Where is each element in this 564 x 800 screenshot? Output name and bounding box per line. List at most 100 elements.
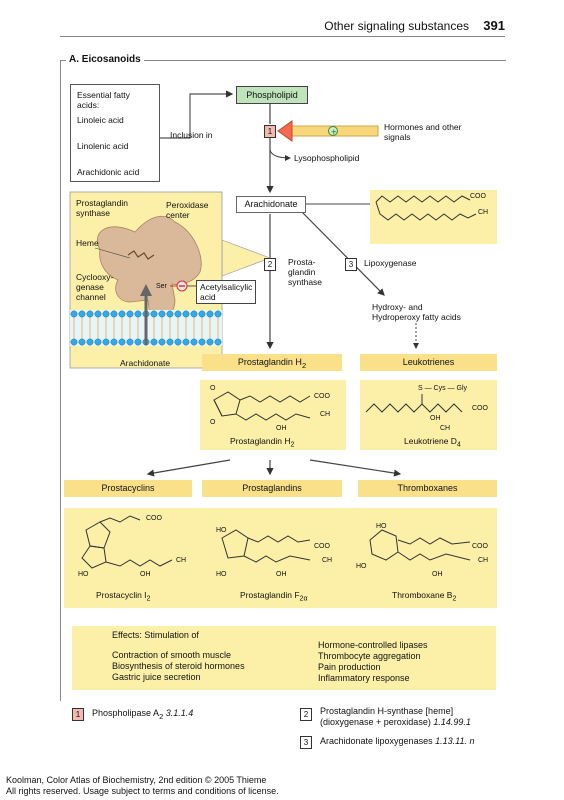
txb2-name-text: Thromboxane B [392,590,453,600]
membrane-lipid-head [158,310,166,318]
membrane-lipid-head [78,338,86,346]
membrane-lipid-head [190,310,198,318]
ltd4-name-text: Leukotriene D [404,436,457,446]
membrane-lipid-head [102,338,110,346]
fatty-acid-linolenic: Linolenic acid [77,141,129,151]
membrane-lipid-head [78,310,86,318]
ltd4-s-cys-gly: S — Cys — Gly [418,385,468,392]
txb2-ho: HO [356,563,367,570]
membrane-lipid-head [110,338,118,346]
section-title: A. Eicosanoids [66,54,144,65]
legend-item-3: Arachidonate lipoxygenases 1.13.11. n [320,736,474,747]
svg-text:+: + [331,128,338,137]
lipoxygenase-label: Lipoxygenase [364,258,417,268]
pgh2-oh: OH [276,425,287,432]
pgf2a-coo: COO [314,543,330,550]
membrane-lipid-head [110,310,118,318]
membrane-lipid-head [86,310,94,318]
footer-line-2: All rights reserved. Usage subject to te… [6,786,279,796]
membrane-lipid-head [166,338,174,346]
membrane-lipid-head [94,310,102,318]
prostaglandin-h2-bar-label: Prostaglandin H [237,357,302,367]
membrane-lipid-head [134,310,142,318]
membrane-lipid-head [118,338,126,346]
enzyme-step-3: 3 [345,258,357,271]
membrane-lipid-head [70,310,78,318]
ltd4-ch3: CH [440,425,451,432]
legend-ec-1: 3.1.1.4 [165,708,194,718]
legend-text-1: Phospholipase A [92,708,160,718]
prostaglandins-bar: Prostaglandins [202,480,342,497]
txb2-oh: OH [432,571,443,578]
membrane-arachidonate-label: Arachidonate [120,358,171,368]
pgf2a-name: Prostaglandin F2α [240,590,308,603]
cyclooxygenase-channel-label: Cyclooxy- genase channel [76,272,114,302]
pgh2-coo: COO [314,393,330,400]
fatty-acids-box: Essential fatty acids: Linoleic acid Lin… [70,84,160,182]
membrane-lipid-head [86,338,94,346]
heme-label: Heme [76,238,99,248]
legend-num-3: 3 [300,736,312,749]
effects-left-3: Gastric juice secretion [112,672,201,682]
pgf2a-oh: OH [276,571,287,578]
txb2-ho-top: HO [376,523,387,530]
membrane-lipid-head [182,338,190,346]
legend-text-3: Arachidonate lipoxygenases [320,736,433,746]
arachidonate-box: Arachidonate [236,196,306,213]
pgh2-ch3: CH [320,411,331,418]
inclusion-label: Inclusion in [170,130,213,140]
membrane-lipid-head [102,310,110,318]
effects-title: Effects: Stimulation of [112,630,199,640]
membrane-lipid-head [126,338,134,346]
coo-arachidonate: COO [470,193,486,200]
thromboxanes-bar: Thromboxanes [358,480,497,497]
effects-left-2: Biosynthesis of steroid hormones [112,661,245,671]
hydroxy-fatty-acids-label: Hydroxy- and Hydroperoxy fatty acids [372,302,461,322]
legend-sub-1: 2 [159,711,164,721]
membrane-lipid-head [190,338,198,346]
effects-left-1: Contraction of smooth muscle [112,650,232,660]
pgh2-name-text: Prostaglandin H [230,436,291,446]
membrane-lipid-head [214,310,222,318]
prostaglandin-synthase-step-label: Prosta- glandin synthase [288,257,323,287]
footer-line-1: Koolman, Color Atlas of Biochemistry, 2n… [6,775,267,785]
membrane-lipid-head [118,310,126,318]
acetylsalicylic-label: Acetylsalicylic acid [196,280,257,304]
txb2-ch3: CH [478,557,489,564]
membrane-lipid-head [182,310,190,318]
fatty-acid-linoleic: Linoleic acid [77,115,124,125]
fatty-acid-arachidonic: Arachidonic acid [77,167,140,177]
header-title: Other signaling substances [324,19,469,33]
membrane-lipid-head [158,338,166,346]
pgf2a-ho: HO [216,571,227,578]
enzyme-step-2: 2 [264,258,276,271]
prostaglandin-synthase-label: Prostaglandin synthase [76,198,128,218]
membrane-lipid-head [150,338,158,346]
membrane-lipid-head [134,338,142,346]
membrane-lipid-head [126,310,134,318]
ltd4-oh: OH [430,415,441,422]
pgi2-name: Prostacyclin I2 [96,590,151,603]
legend-num-1: 1 [72,708,84,721]
ser-label: Ser [156,283,167,290]
legend-ec-2: 1.14.99.1 [433,717,471,727]
effects-right-4: Inflammatory response [318,673,410,683]
effects-right-3: Pain production [318,662,381,672]
pgi2-ho: HO [78,571,89,578]
membrane-lipid-head [214,338,222,346]
prostaglandin-h2-bar: Prostaglandin H2 [202,354,342,371]
fatty-acids-title: Essential fatty acids: [77,90,130,110]
page-number: 391 [483,18,505,33]
pgf2a-name-text: Prostaglandin F [240,590,300,600]
pgf2a-ho-top: HO [216,527,227,534]
leukotrienes-bar: Leukotrienes [360,354,497,371]
membrane-lipid-head [198,338,206,346]
pgh2-o-bottom: O [210,419,216,426]
legend-text-2: Prostaglandin H-synthase [heme] (dioxyge… [320,706,454,727]
membrane-lipid-head [150,310,158,318]
legend-item-1: Phospholipase A2 3.1.1.4 [92,708,193,722]
membrane-lipid-head [174,338,182,346]
membrane-lipid-head [206,310,214,318]
ch3-arachidonate: CH [478,209,489,216]
membrane-lipid-head [198,310,206,318]
